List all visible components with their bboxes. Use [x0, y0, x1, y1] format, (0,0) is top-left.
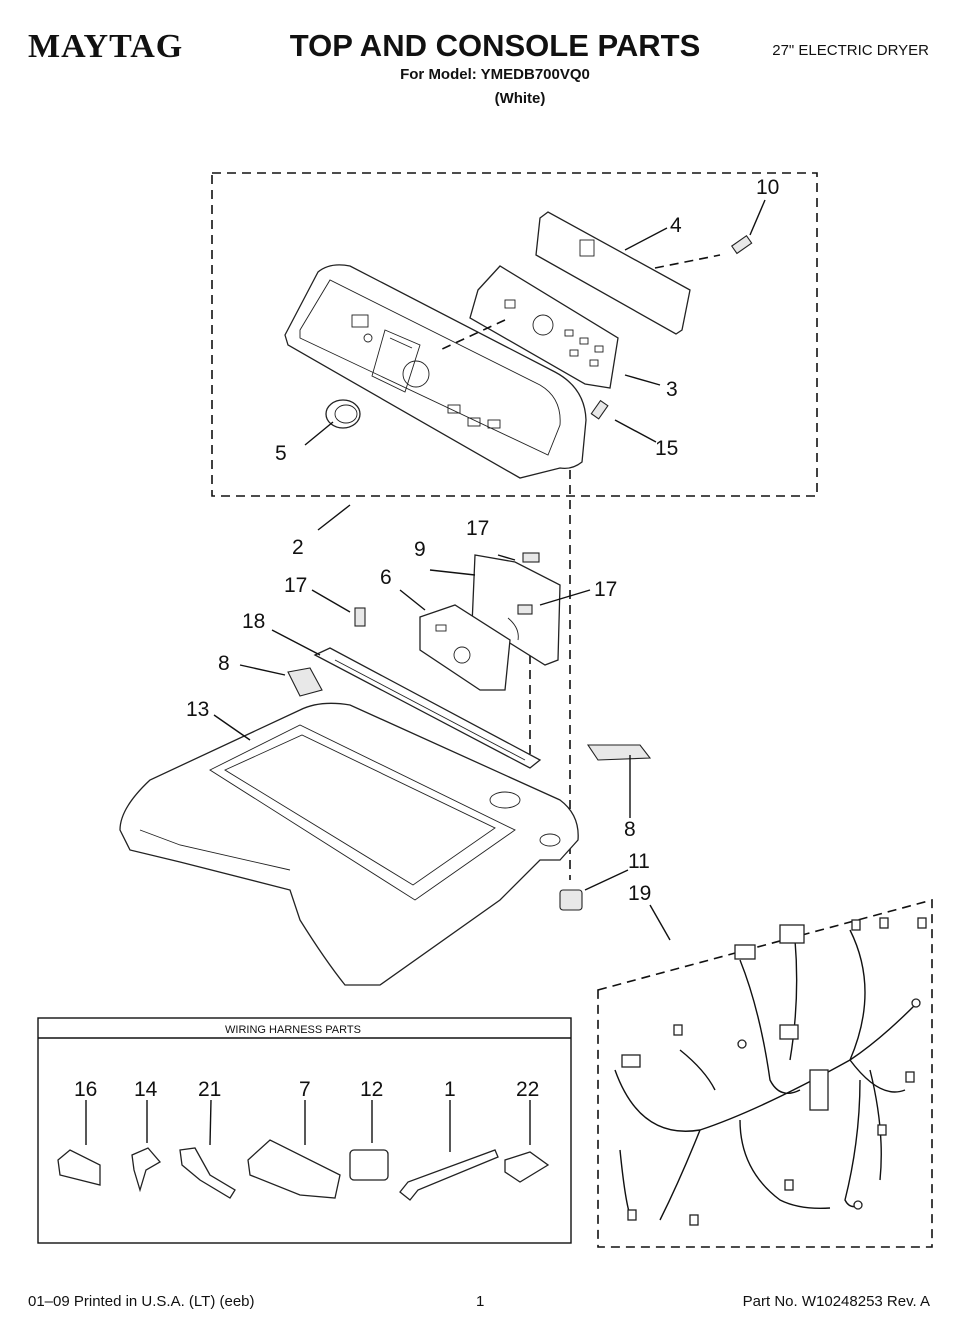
- color-note: (White): [494, 90, 546, 107]
- alignment-line-screws: [439, 254, 721, 351]
- harness-parts-box: [37, 1017, 572, 1244]
- main-wiring-harness: [614, 917, 927, 1226]
- screw-17-top: [522, 552, 540, 563]
- model-line: For Model: YMEDB700VQ0: [400, 66, 590, 83]
- control-board: [469, 265, 619, 389]
- callout-10: 10: [756, 176, 779, 199]
- brand-logo: MAYTAG: [28, 28, 184, 65]
- console-panel: [284, 264, 587, 479]
- harness-plug: [559, 889, 583, 911]
- callout-4: 4: [670, 214, 682, 237]
- leader-lines: [85, 199, 766, 1152]
- callout-18: 18: [242, 610, 265, 633]
- page-title: TOP AND CONSOLE PARTS: [289, 28, 701, 63]
- callout-1: 1: [444, 1078, 456, 1101]
- console-backer-plate: [535, 211, 691, 335]
- callout-22: 22: [516, 1078, 539, 1101]
- foam-pad-left: [287, 667, 323, 697]
- harness-part-21: [179, 1147, 236, 1199]
- harness-part-7: [247, 1139, 341, 1199]
- console-mounting-rail: [313, 647, 542, 769]
- harness-part-14: [131, 1147, 162, 1193]
- callout-12: 12: [360, 1078, 383, 1101]
- screw-15: [590, 399, 609, 420]
- harness-part-16: [57, 1149, 101, 1186]
- foam-pad-right: [586, 744, 652, 761]
- callout-17-top: 17: [466, 517, 489, 540]
- callout-7: 7: [299, 1078, 311, 1101]
- callout-15: 15: [655, 437, 678, 460]
- callout-2: 2: [292, 536, 304, 559]
- callout-17-left: 17: [284, 574, 307, 597]
- electronic-control-module: [419, 604, 511, 691]
- harness-part-22: [504, 1151, 550, 1183]
- wiring-harness-frame: [597, 898, 933, 1248]
- print-info: 01–09 Printed in U.S.A. (LT) (eeb): [28, 1293, 255, 1310]
- harness-part-1: [399, 1149, 499, 1201]
- callout-13: 13: [186, 698, 209, 721]
- callout-8-right: 8: [624, 818, 636, 841]
- product-type: 27" ELECTRIC DRYER: [772, 42, 929, 59]
- harness-box-title: WIRING HARNESS PARTS: [225, 1024, 361, 1036]
- callout-11: 11: [628, 850, 650, 873]
- callout-9: 9: [414, 538, 426, 561]
- selector-knob: [325, 399, 361, 429]
- page-number: 1: [476, 1293, 485, 1310]
- callout-8-left: 8: [218, 652, 230, 675]
- screw-17-right: [517, 604, 533, 615]
- dryer-top: [119, 702, 579, 986]
- callout-19: 19: [628, 882, 651, 905]
- callout-3: 3: [666, 378, 678, 401]
- callout-16: 16: [74, 1078, 97, 1101]
- callout-6: 6: [380, 566, 392, 589]
- screw-17-left: [354, 607, 366, 627]
- callout-21: 21: [198, 1078, 221, 1101]
- harness-part-12: [349, 1149, 389, 1181]
- screw-10: [730, 234, 753, 255]
- callout-5: 5: [275, 442, 287, 465]
- callout-17-right: 17: [594, 578, 617, 601]
- callout-14: 14: [134, 1078, 158, 1101]
- console-group-frame: [211, 172, 818, 497]
- part-number: Part No. W10248253 Rev. A: [742, 1293, 930, 1310]
